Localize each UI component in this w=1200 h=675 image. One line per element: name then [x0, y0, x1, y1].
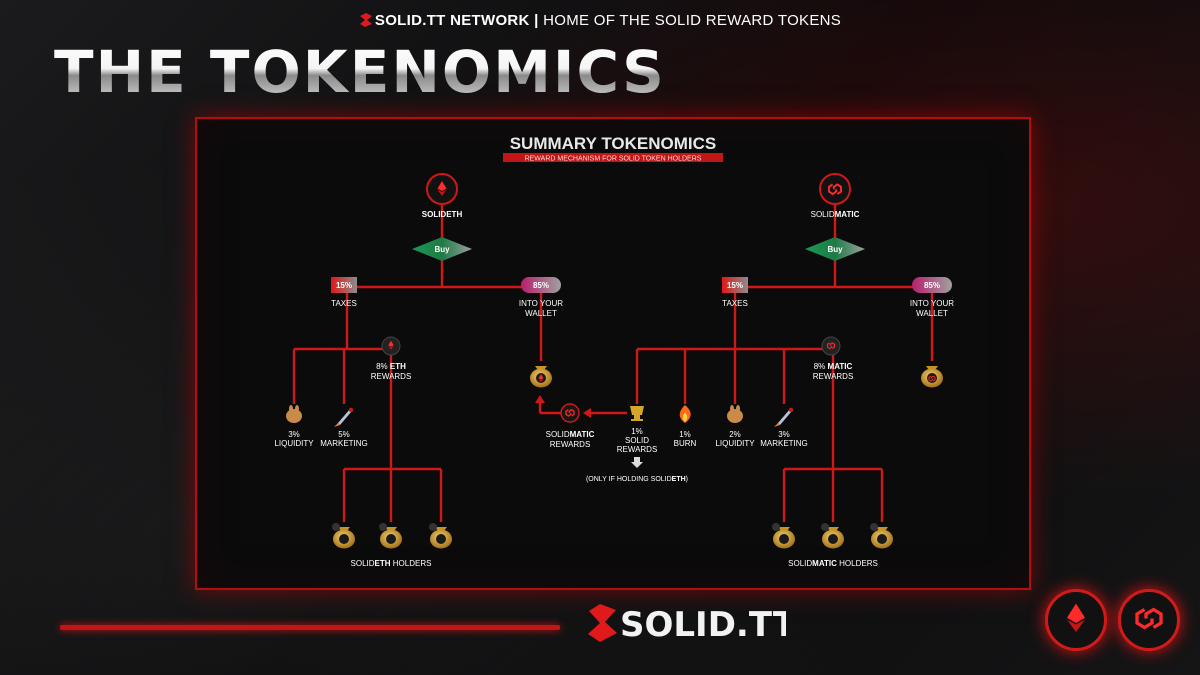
- svg-text:REWARDS: REWARDS: [617, 445, 658, 454]
- network-tagline: HOME OF THE SOLID REWARD TOKENS: [543, 12, 842, 29]
- svg-text:WALLET: WALLET: [525, 309, 557, 318]
- svg-text:SOLIDMATIC: SOLIDMATIC: [811, 210, 860, 219]
- svg-text:TAXES: TAXES: [722, 299, 748, 308]
- svg-text:85%: 85%: [533, 281, 549, 290]
- svg-text:SOLIDETH HOLDERS: SOLIDETH HOLDERS: [351, 559, 432, 568]
- rocket-icon: [778, 409, 792, 425]
- panel-subtitle-bar: [503, 153, 723, 162]
- svg-text:MARKETING: MARKETING: [320, 439, 368, 448]
- left-wallet-bag: [530, 366, 552, 388]
- right-tree: [535, 203, 934, 522]
- right-burn: 1% BURN: [674, 405, 697, 448]
- left-eth-rewards: 8% ETH REWARDS: [371, 336, 412, 381]
- tokenomics-panel: SUMMARY TOKENOMICS REWARD MECHANISM FOR …: [195, 117, 1031, 590]
- svg-text:5%: 5%: [338, 430, 350, 439]
- svg-text:1%: 1%: [631, 427, 643, 436]
- right-tax-badge: 15% TAXES: [722, 277, 748, 308]
- right-wallet-badge: 85% INTO YOUR WALLET: [910, 277, 954, 318]
- svg-text:3%: 3%: [778, 430, 790, 439]
- middle-solidmatic-rewards: SOLIDMATIC REWARDS: [546, 403, 595, 449]
- svg-text:2%: 2%: [729, 430, 741, 439]
- left-buy-diamond: Buy: [412, 237, 472, 261]
- footer-logo: SOLID.TT: [586, 600, 797, 646]
- svg-text:REWARDS: REWARDS: [371, 372, 412, 381]
- tokenomics-diagram: SUMMARY TOKENOMICS REWARD MECHANISM FOR …: [274, 134, 954, 568]
- left-tax-badge: 15% TAXES: [331, 277, 357, 308]
- svg-text:15%: 15%: [727, 281, 743, 290]
- network-brand: SOLID.TT NETWORK: [374, 12, 530, 29]
- svg-text:15%: 15%: [336, 281, 352, 290]
- solideth-node: SOLIDETH: [422, 173, 463, 219]
- left-tree: [292, 203, 543, 522]
- matic-icon: [1135, 607, 1163, 630]
- right-buy-diamond: Buy: [805, 237, 865, 261]
- svg-text:SOLIDMATIC HOLDERS: SOLIDMATIC HOLDERS: [788, 559, 878, 568]
- eth-coin-button[interactable]: [1045, 589, 1107, 651]
- svg-text:LIQUIDITY: LIQUIDITY: [274, 439, 314, 448]
- right-matic-rewards: 8% MATIC REWARDS: [813, 336, 854, 381]
- svg-text:Buy: Buy: [434, 245, 450, 254]
- svg-text:BURN: BURN: [674, 439, 697, 448]
- right-marketing: 3% MARKETING: [760, 407, 808, 448]
- svg-text:8% ETH: 8% ETH: [376, 362, 406, 371]
- panel-title: SUMMARY TOKENOMICS: [510, 134, 717, 153]
- page-title: THE TOKENOMICS: [54, 38, 666, 106]
- panel-subtitle: REWARD MECHANISM FOR SOLID TOKEN HOLDERS: [525, 156, 702, 163]
- svg-text:85%: 85%: [924, 281, 940, 290]
- svg-text:SOLIDETH: SOLIDETH: [422, 210, 463, 219]
- svg-text:TAXES: TAXES: [331, 299, 357, 308]
- footer-accent-bar: [60, 625, 560, 630]
- svg-text:3%: 3%: [288, 430, 300, 439]
- svg-text:Buy: Buy: [827, 245, 843, 254]
- network-header: SOLID.TT NETWORK | HOME OF THE SOLID REW…: [0, 12, 1200, 29]
- trophy-icon: [630, 406, 644, 415]
- svg-text:MARKETING: MARKETING: [760, 439, 808, 448]
- svg-text:REWARDS: REWARDS: [813, 372, 854, 381]
- svg-text:(ONLY IF HOLDING SOLIDETH): (ONLY IF HOLDING SOLIDETH): [586, 476, 688, 483]
- svg-text:INTO YOUR: INTO YOUR: [519, 299, 563, 308]
- svg-text:SOLID.TT: SOLID.TT: [620, 605, 786, 645]
- right-liquidity: 2% LIQUIDITY: [715, 405, 755, 448]
- solidmatic-node: SOLIDMATIC: [811, 173, 860, 219]
- svg-text:SOLIDMATIC: SOLIDMATIC: [546, 430, 595, 439]
- right-holders: SOLIDMATIC HOLDERS: [772, 523, 893, 568]
- svg-text:LIQUIDITY: LIQUIDITY: [715, 439, 755, 448]
- pancakeswap-icon: [286, 409, 302, 423]
- rocket-icon: [338, 409, 352, 425]
- left-marketing: 5% MARKETING: [320, 407, 368, 448]
- svg-text:8% MATIC: 8% MATIC: [814, 362, 853, 371]
- left-liquidity: 3% LIQUIDITY: [274, 405, 314, 448]
- svg-text:INTO YOUR: INTO YOUR: [910, 299, 954, 308]
- pancakeswap-icon: [727, 409, 743, 423]
- solid-logo-icon: [588, 604, 617, 642]
- svg-text:WALLET: WALLET: [916, 309, 948, 318]
- left-wallet-badge: 85% INTO YOUR WALLET: [519, 277, 563, 318]
- solid-logo-icon: [359, 13, 372, 27]
- arrow-down-icon: [631, 457, 643, 468]
- eth-icon: [1067, 603, 1085, 632]
- header-separator: |: [534, 12, 539, 29]
- svg-text:SOLID: SOLID: [625, 436, 649, 445]
- svg-text:1%: 1%: [679, 430, 691, 439]
- matic-coin-button[interactable]: [1118, 589, 1180, 651]
- left-holders: SOLIDETH HOLDERS: [332, 523, 452, 568]
- right-wallet-bag: [921, 366, 943, 388]
- right-solid-rewards: 1% SOLID REWARDS (ONLY IF HOLDING SOLIDE…: [586, 406, 688, 483]
- svg-text:REWARDS: REWARDS: [550, 440, 591, 449]
